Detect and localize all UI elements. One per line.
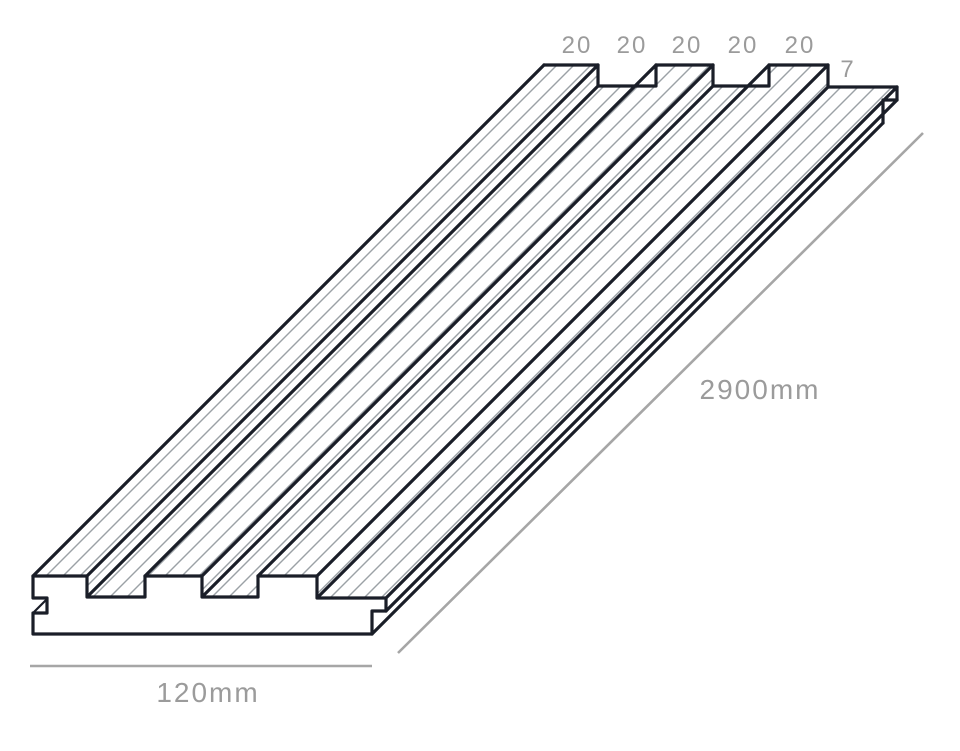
width-label: 120mm bbox=[156, 677, 259, 708]
groove-notch-inner-edge bbox=[32, 598, 48, 614]
dimension-lines bbox=[30, 132, 924, 668]
rib-width-label-5: 20 bbox=[785, 32, 816, 59]
rib-width-label-3: 20 bbox=[672, 32, 703, 59]
rib-width-label-4: 20 bbox=[728, 32, 759, 59]
length-label: 2900mm bbox=[700, 374, 821, 405]
rib-width-label-1: 20 bbox=[562, 32, 593, 59]
wood-grain-lines bbox=[33, 65, 897, 634]
length-dimension-line bbox=[397, 132, 924, 654]
dimension-labels: 20 20 20 20 20 7 2900mm 120mm bbox=[156, 32, 855, 708]
board-front-face bbox=[31, 574, 388, 636]
lengthwise-edges bbox=[31, 63, 899, 636]
board-edges bbox=[31, 63, 899, 636]
rib-width-label-2: 20 bbox=[617, 32, 648, 59]
back-edge-silhouette bbox=[542, 63, 899, 125]
edge-width-label: 7 bbox=[840, 56, 855, 83]
